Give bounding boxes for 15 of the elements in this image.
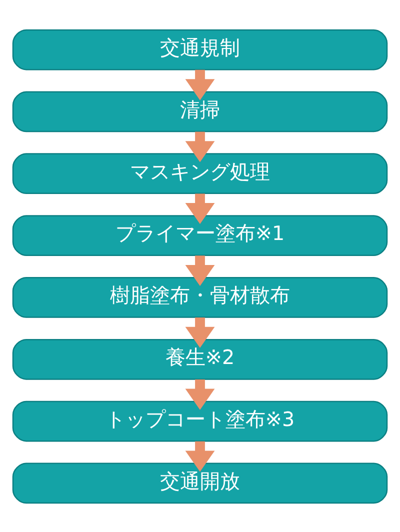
node-box: 交通開放 — [12, 462, 388, 504]
node-box: マスキング処理 — [12, 152, 388, 194]
node-box: プライマー塗布※1 — [12, 214, 388, 256]
arrow — [185, 131, 215, 162]
node-box: 養生※2 — [12, 338, 388, 380]
node-box: 樹脂塗布・骨材散布 — [12, 276, 388, 318]
arrow — [185, 378, 215, 410]
node-box: 交通規制 — [12, 28, 388, 70]
arrow — [185, 440, 215, 472]
arrow — [185, 193, 215, 224]
arrow — [185, 255, 215, 286]
arrow — [185, 317, 215, 348]
node-box: 清掃 — [12, 90, 388, 132]
arrow — [185, 69, 215, 100]
node-box: トップコート塗布※3 — [12, 400, 388, 442]
